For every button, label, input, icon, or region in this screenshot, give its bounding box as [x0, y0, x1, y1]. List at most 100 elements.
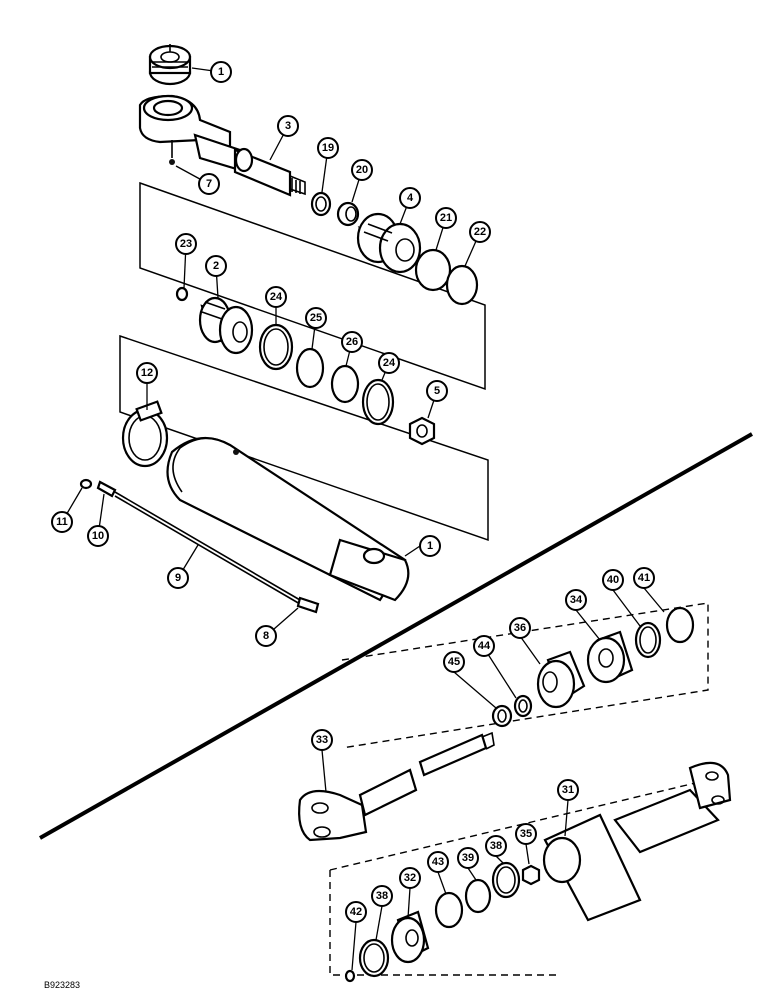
callout-41: 41	[633, 567, 655, 589]
ring-part-45	[491, 704, 513, 728]
callout-34: 34	[565, 589, 587, 611]
callout-6: 1	[210, 61, 232, 83]
callout-32: 32	[399, 867, 421, 889]
gland-part-2	[198, 296, 254, 355]
callout-label: 8	[263, 630, 269, 642]
callout-label: 39	[462, 852, 474, 864]
callout-38b: 38	[371, 885, 393, 907]
piston-part-34	[586, 630, 634, 684]
callout-label: 43	[432, 856, 444, 868]
callout-33: 33	[311, 729, 333, 751]
callout-40: 40	[602, 569, 624, 591]
o-ring-part-26	[330, 364, 360, 404]
callout-label: 42	[350, 906, 362, 918]
seal-kit-frame-bottom	[329, 779, 709, 976]
callout-label: 41	[638, 572, 650, 584]
callout-45: 45	[443, 651, 465, 673]
callout-label: 4	[407, 192, 414, 204]
piston-rod-part-3	[233, 147, 306, 197]
callout-11: 11	[51, 511, 73, 533]
callout-31: 31	[557, 779, 579, 801]
o-ring-part-22	[445, 264, 479, 306]
callout-8: 8	[255, 625, 277, 647]
callout-label: 19	[322, 142, 334, 154]
nut-part-5	[408, 416, 436, 446]
callout-label: 1	[218, 66, 224, 78]
callout-label: 33	[316, 734, 328, 746]
seal-kit-frame-upper	[139, 181, 486, 391]
callout-label: 24	[270, 291, 283, 303]
callout-label: 9	[175, 572, 181, 584]
callout-label: 38	[376, 890, 388, 902]
rod-eye-end	[138, 94, 242, 172]
callout-2: 2	[205, 255, 227, 277]
rod-clevis-part-33	[298, 731, 495, 842]
callout-label: 5	[434, 385, 440, 397]
callout-label: 34	[570, 594, 583, 606]
callout-label: 38	[490, 840, 502, 852]
ring-part-20	[336, 201, 360, 227]
callout-label: 22	[474, 226, 486, 238]
ring-part-24b	[361, 378, 395, 426]
callout-10: 10	[87, 525, 109, 547]
callout-9: 9	[167, 567, 189, 589]
callout-43: 43	[427, 851, 449, 873]
figure-id: B923283	[44, 980, 80, 990]
callout-label: 32	[404, 872, 416, 884]
callout-label: 45	[448, 656, 460, 668]
callout-3: 3	[277, 115, 299, 137]
callout-19: 19	[317, 137, 339, 159]
piston-part-32	[390, 910, 430, 964]
callout-44: 44	[473, 635, 495, 657]
callout-label: 26	[346, 336, 358, 348]
callout-label: 36	[514, 622, 526, 634]
callout-21: 21	[435, 207, 457, 229]
callout-label: 11	[56, 516, 68, 528]
callout-label: 7	[206, 178, 212, 190]
callout-38a: 38	[485, 835, 507, 857]
o-ring-part-42	[344, 969, 356, 983]
nut-part-35	[521, 864, 541, 886]
callout-12: 12	[136, 362, 158, 384]
callout-20: 20	[351, 159, 373, 181]
callout-23: 23	[175, 233, 197, 255]
ring-part-19	[310, 191, 332, 217]
section-divider	[39, 432, 753, 840]
callout-24b: 24	[378, 352, 400, 374]
o-ring-part-23	[175, 286, 189, 302]
callout-26: 26	[341, 331, 363, 353]
callout-label: 25	[310, 312, 322, 324]
callout-25: 25	[305, 307, 327, 329]
callout-label: 3	[285, 120, 291, 132]
grease-line-assembly	[79, 478, 320, 614]
callout-label: 23	[180, 238, 192, 250]
barrel-part-1	[166, 436, 410, 602]
o-ring-part-41	[665, 606, 695, 644]
o-ring-part-39	[464, 878, 492, 914]
seal-kit-frame-lower	[119, 334, 489, 542]
callout-label: 1	[427, 540, 433, 552]
callout-7: 7	[198, 173, 220, 195]
ring-part-44	[513, 694, 533, 718]
o-ring-part-25	[295, 347, 325, 389]
callout-42: 42	[345, 901, 367, 923]
callout-label: 12	[141, 367, 153, 379]
callout-label: 2	[213, 260, 219, 272]
callout-label: 44	[478, 640, 491, 652]
callout-36: 36	[509, 617, 531, 639]
o-ring-part-21	[414, 248, 452, 292]
callout-label: 35	[520, 828, 532, 840]
callout-22: 22	[469, 221, 491, 243]
callout-1: 1	[419, 535, 441, 557]
callout-label: 24	[383, 357, 396, 369]
piston-part-4	[356, 212, 422, 274]
callout-5: 5	[426, 380, 448, 402]
callout-label: 10	[92, 530, 104, 542]
hose-clamp-part-12	[121, 400, 169, 468]
callout-label: 20	[356, 164, 368, 176]
callout-39: 39	[457, 847, 479, 869]
barrel-part-31	[542, 761, 732, 922]
callout-24a: 24	[265, 286, 287, 308]
gland-part-36	[536, 650, 586, 709]
